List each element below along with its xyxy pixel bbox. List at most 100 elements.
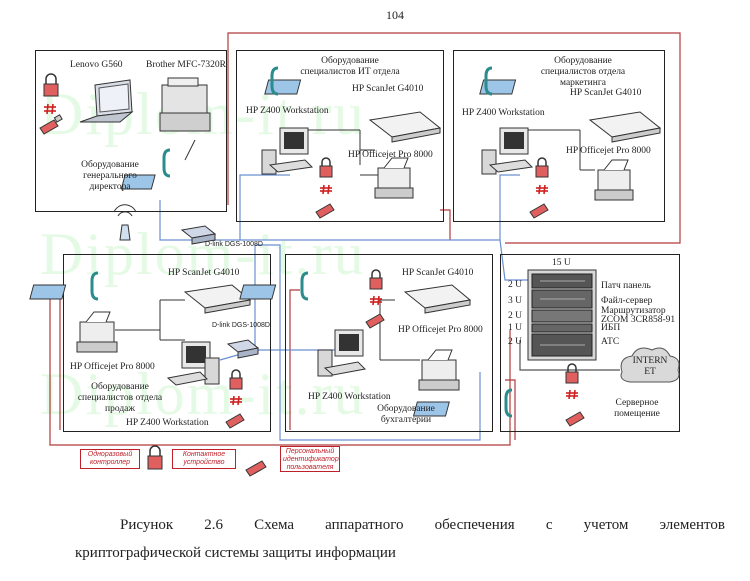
usb-token-icon <box>365 313 385 329</box>
marketing-scanner-label: HP ScanJet G4010 <box>570 88 642 98</box>
phone-icon <box>264 66 302 96</box>
printer-icon <box>374 157 414 199</box>
patch-panel-label: Патч панель <box>601 281 651 291</box>
accounting-room <box>285 254 493 432</box>
scanner-icon <box>183 284 252 314</box>
ups-label: ИБП <box>601 323 621 333</box>
server-rack-icon <box>527 269 597 361</box>
hash-contact-icon <box>320 184 332 195</box>
padlock-icon <box>565 363 579 384</box>
watermark: Diplom-it.ru <box>40 361 366 427</box>
workstation-icon <box>166 341 220 386</box>
scanner-icon <box>588 111 662 143</box>
blue-cable <box>519 340 620 371</box>
phone-icon <box>239 271 309 301</box>
blue-cable <box>240 174 520 241</box>
figure-caption-line2: криптографической системы защиты информа… <box>75 545 396 561</box>
legend-usb-token-icon <box>245 460 267 477</box>
padlock-icon <box>369 269 383 290</box>
accounting-printer-label: HP Officejet Pro 8000 <box>398 325 483 335</box>
internet-label: INTERN ET <box>632 356 668 377</box>
it-scanner-label: HP ScanJet G4010 <box>352 84 424 94</box>
pbx-label: АТС <box>601 337 620 347</box>
legend-id-token: Персональный идентификатор пользователя <box>280 446 340 472</box>
rack-unit-label: 2 U <box>508 280 522 290</box>
server-room-title: Серверное помещение <box>614 398 660 419</box>
workstation-icon <box>317 329 367 377</box>
director-room <box>35 50 227 212</box>
padlock-icon <box>43 73 59 97</box>
usb-token-icon <box>39 114 63 135</box>
accounting-workstation-label: HP Z400 Workstation <box>308 392 391 402</box>
wire <box>184 139 196 161</box>
rack-unit-label: 1 U <box>508 323 522 333</box>
rack-unit-label: 2 U <box>508 311 522 321</box>
scanner-icon <box>403 284 472 314</box>
mfp-printer-icon <box>159 77 211 132</box>
legend-padlock-icon <box>147 445 163 470</box>
rack-unit-label: 3 U <box>508 296 522 306</box>
file-server-label: Файл-сервер <box>601 296 653 306</box>
figure-caption-line1: Рисунок 2.6 Схема аппаратного обеспечени… <box>120 517 725 533</box>
hash-contact-icon <box>566 389 578 400</box>
wifi-antenna-icon <box>113 204 137 241</box>
red-cable <box>49 286 511 446</box>
padlock-icon <box>319 157 333 178</box>
phone-icon <box>412 388 513 418</box>
hash-contact-icon <box>370 295 382 306</box>
scanner-icon <box>368 111 442 143</box>
blue-cable <box>255 244 481 441</box>
printer-icon <box>418 349 460 391</box>
network-switch-icon <box>226 339 260 359</box>
usb-token-icon <box>565 411 585 427</box>
marketing-workstation-label: HP Z400 Workstation <box>462 108 545 118</box>
router-model-label: ZCOM 3CR858-91 <box>601 315 676 325</box>
usb-token-icon <box>529 203 549 219</box>
switch-label: D-link DGS-1008D <box>205 241 263 248</box>
director-mfp-label: Brother MFC-7320R <box>146 60 226 70</box>
red-cable <box>227 32 681 244</box>
padlock-icon <box>229 369 243 390</box>
hash-contact-icon <box>44 103 56 115</box>
sales-switch-label: D-link DGS-1008D <box>212 322 270 329</box>
accounting-scanner-label: HP ScanJet G4010 <box>402 268 474 278</box>
marketing-room <box>453 50 665 222</box>
network-switch-icon <box>180 225 217 245</box>
printer-icon <box>594 159 634 201</box>
it-workstation-label: HP Z400 Workstation <box>246 106 329 116</box>
server-room <box>500 254 680 432</box>
director-room-title: Оборудование генерального директора <box>81 160 139 192</box>
accounting-room-title: Оборудование бухгалтерии <box>377 404 435 425</box>
internet-cloud-icon <box>620 347 680 383</box>
it-dept-room <box>236 50 444 222</box>
router-label: Маршрутизатор <box>601 306 666 316</box>
blue-cable <box>159 200 200 241</box>
phone-icon <box>479 66 517 96</box>
usb-token-icon <box>225 413 245 429</box>
workstation-icon <box>261 127 314 175</box>
sales-printer-label: HP Officejet Pro 8000 <box>70 362 155 372</box>
sales-workstation-label: HP Z400 Workstation <box>126 418 209 428</box>
usb-token-icon <box>315 203 335 219</box>
it-printer-label: HP Officejet Pro 8000 <box>348 150 433 160</box>
padlock-icon <box>535 157 549 178</box>
phone-icon <box>120 148 171 190</box>
printer-icon <box>76 311 118 353</box>
sales-room-title: Оборудование специалистов отдела продаж <box>77 382 163 414</box>
workstation-icon <box>481 127 534 175</box>
hash-contact-icon <box>230 395 242 406</box>
red-cable <box>505 379 516 440</box>
page-number: 104 <box>386 8 404 22</box>
laptop-icon <box>79 79 134 123</box>
legend-contact-device: Контактное устройство <box>172 449 236 469</box>
it-room-title: Оборудование специалистов ИТ отдела <box>300 56 400 77</box>
legend-otp: Одноразовый контроллер <box>80 449 140 469</box>
red-cable <box>289 289 300 430</box>
sales-scanner-label: HP ScanJet G4010 <box>168 268 240 278</box>
blue-cable <box>499 239 530 281</box>
rack-unit-label: 2 U <box>508 337 522 347</box>
phone-icon <box>29 271 99 301</box>
